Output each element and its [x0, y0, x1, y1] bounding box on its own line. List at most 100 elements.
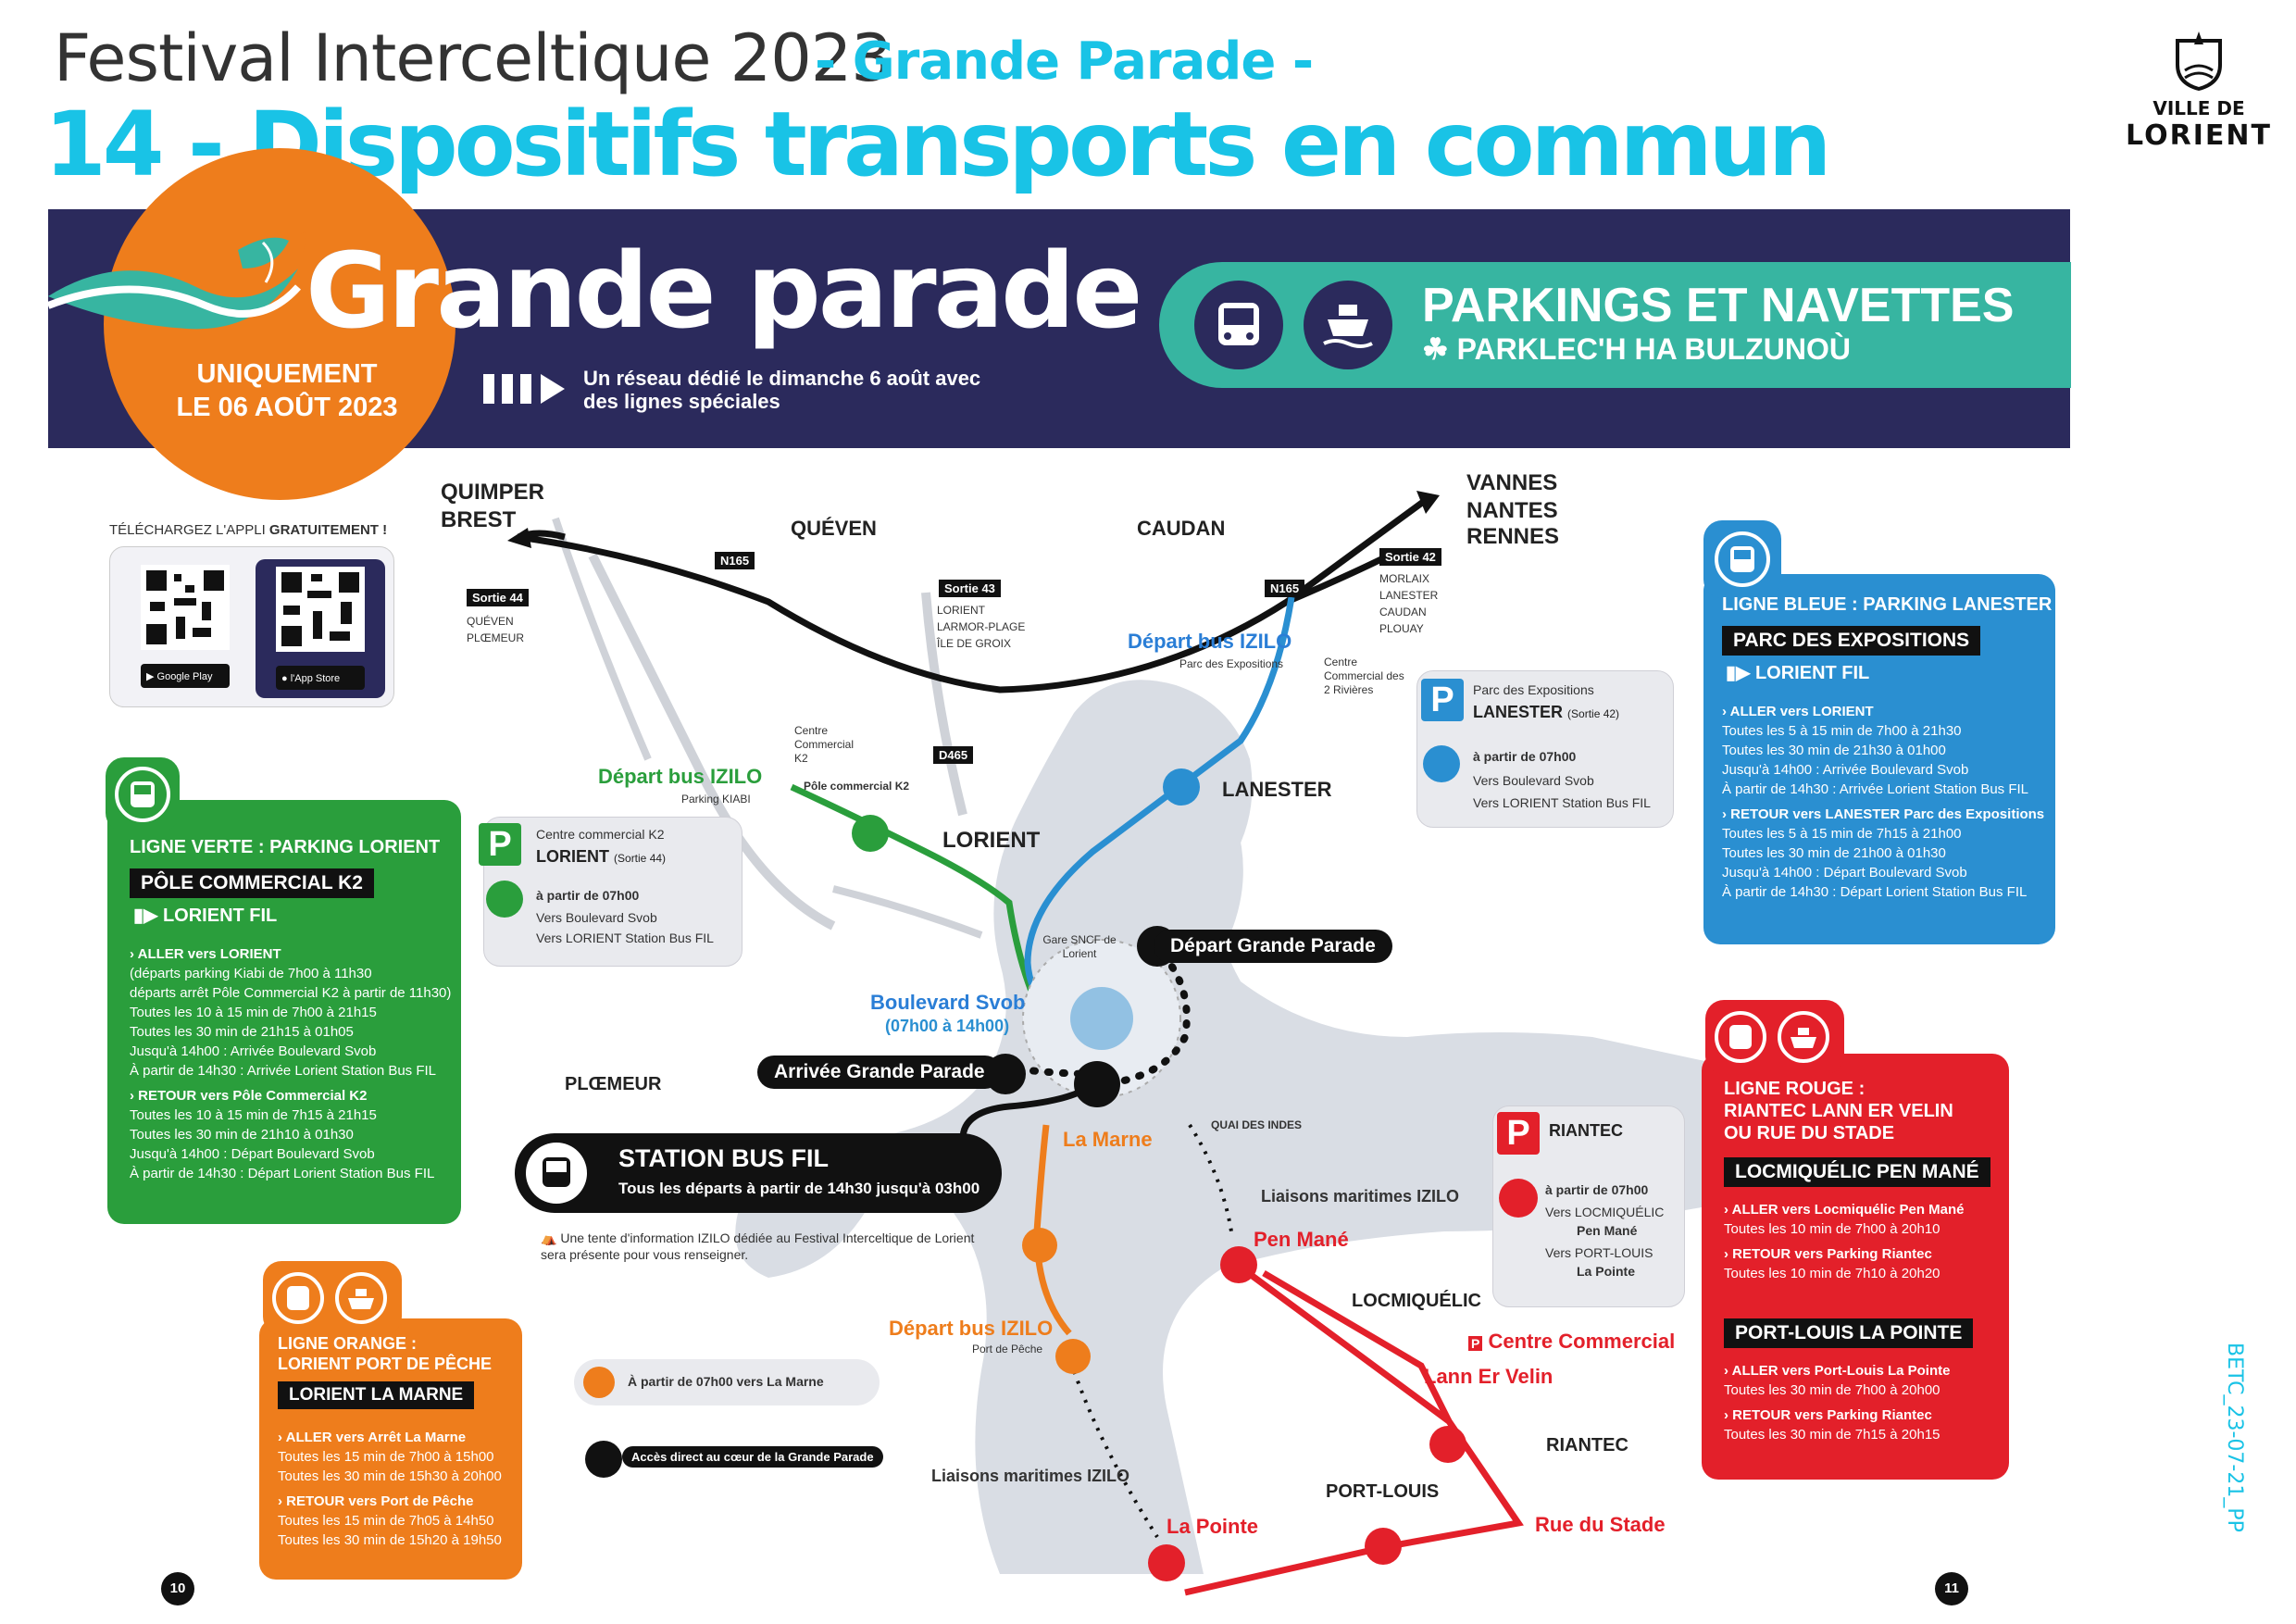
tent-icon: ⛺	[541, 1230, 561, 1245]
schedule-line: Toutes les 5 à 15 min de 7h00 à 21h30	[1722, 723, 1962, 739]
lan-card-dest-2: Vers LORIENT Station Bus FIL	[1473, 795, 1651, 810]
label-gare-sncf: Gare SNCF de Lorient	[1042, 933, 1117, 960]
k2-card-city-line: LORIENT (Sortie 44)	[536, 847, 666, 867]
orange-legend-text: À partir de 07h00 vers La Marne	[628, 1374, 824, 1389]
label-centre-commercial-riantec: P Centre Commercial	[1468, 1330, 1675, 1354]
bus-icon	[1194, 281, 1283, 369]
qr-code-icon	[141, 565, 230, 650]
k2-parking-card: P Centre commercial K2 LORIENT (Sortie 4…	[479, 817, 742, 967]
green-line-sub-text: LORIENT FIL	[162, 906, 278, 926]
lan-card-dest-1: Vers Boulevard Svob	[1473, 773, 1594, 788]
ria-card-dest-2b: La Pointe	[1577, 1264, 1636, 1279]
red-line-stop-2: PORT-LOUIS LA POINTE	[1724, 1318, 1974, 1348]
label-quimper: QUIMPER	[441, 480, 545, 505]
schedule-line: › RETOUR vers Pôle Commercial K2	[130, 1088, 368, 1104]
google-play-label: Google Play	[156, 671, 213, 682]
wave-leaf-icon	[48, 231, 306, 330]
label-lanester: LANESTER	[1222, 778, 1332, 801]
schedule-line: › RETOUR vers Parking Riantec	[1724, 1246, 1932, 1262]
triskel-icon	[585, 1441, 622, 1478]
green-line	[790, 783, 1041, 1006]
k2-card-dest-2: Vers LORIENT Station Bus FIL	[536, 931, 714, 945]
bus-icon	[1499, 1179, 1538, 1218]
orange-badges	[263, 1261, 402, 1335]
green-bus-badge	[106, 757, 180, 831]
schedule-line: › ALLER vers Port-Louis La Pointe	[1724, 1363, 1951, 1379]
exit-42-dest-1: MORLAIX	[1379, 572, 1430, 585]
schedule-line: départs arrêt Pôle Commercial K2 à parti…	[130, 985, 452, 1001]
label-cc-k2: Centre Commercial K2	[794, 724, 855, 765]
label-liaisons-maritimes-2: Liaisons maritimes IZILO	[931, 1467, 1130, 1485]
green-line-panel: LIGNE VERTE : PARKING LORIENT PÔLE COMME…	[106, 757, 461, 1224]
ferry-icon	[1304, 281, 1392, 369]
app-store-badge[interactable]: ● l'App Store	[276, 666, 365, 690]
schedule-line: Jusqu'à 14h00 : Départ Boulevard Svob	[1722, 865, 1967, 881]
app-store-qr[interactable]: ● l'App Store	[256, 559, 385, 698]
label-depart-izilo-blue: Départ bus IZILO	[1128, 630, 1292, 653]
green-line-title: LIGNE VERTE : PARKING LORIENT	[130, 837, 441, 857]
banner-title: Grande parade	[306, 231, 1142, 352]
lorient-logo: VILLE DE LORIENT	[2120, 28, 2277, 185]
schedule-line: (départs parking Kiabi de 7h00 à 11h30	[130, 966, 372, 981]
label-vannes: VANNES	[1466, 470, 1558, 495]
ferry-stop-icon	[1055, 1339, 1091, 1374]
chevrons-icon	[483, 374, 565, 404]
google-play-qr[interactable]: ▶ Google Play	[128, 561, 243, 691]
label-riantec: RIANTEC	[1546, 1435, 1628, 1455]
k2-card-dest-1: Vers Boulevard Svob	[536, 910, 657, 925]
schedule-line: › ALLER vers LORIENT	[130, 946, 281, 962]
chevron-right-icon: ▮▶	[1726, 663, 1755, 683]
green-bus-stop-icon	[852, 815, 889, 852]
red-line-panel: LIGNE ROUGE : RIANTEC LANN ER VELIN OU R…	[1702, 1000, 2009, 1480]
schedule-line: Toutes les 15 min de 7h05 à 14h50	[278, 1513, 494, 1529]
app-download-label: TÉLÉCHARGEZ L'APPLI GRATUITEMENT !	[109, 522, 387, 538]
schedule-line: › RETOUR vers Parking Riantec	[1724, 1407, 1932, 1423]
apple-icon: ●	[281, 673, 291, 684]
bus-ferry-icon	[1715, 1011, 1829, 1063]
triskel-icon	[985, 1054, 1026, 1094]
blue-line-title: LIGNE BLEUE : PARKING LANESTER	[1722, 594, 2053, 615]
schedule-line: À partir de 14h30 : Départ Lorient Stati…	[130, 1166, 435, 1181]
blue-line-stop: PARC DES EXPOSITIONS	[1722, 626, 1981, 656]
riantec-parking-card: P RIANTEC à partir de 07h00 Vers LOCMIQU…	[1492, 1106, 1685, 1307]
date-label: UNIQUEMENT LE 06 AOÛT 2023	[139, 357, 435, 424]
harbour-water	[735, 680, 1723, 1574]
red-ferry-stop-icon	[1148, 1544, 1185, 1581]
exit-42-dest-2: LANESTER	[1379, 589, 1439, 602]
label-depart-izilo-green: Départ bus IZILO	[598, 765, 763, 788]
lan-card-city-line: LANESTER (Sortie 42)	[1473, 703, 1619, 722]
exit-43-dest-3: ÎLE DE GROIX	[937, 637, 1012, 650]
schedule-line: Toutes les 15 min de 7h00 à 15h00	[278, 1449, 494, 1465]
schedule-line: Toutes les 30 min de 21h10 à 01h30	[130, 1127, 354, 1143]
page-subtitle: - Grande Parade -	[815, 31, 1314, 92]
orange-line-stop: LORIENT LA MARNE	[278, 1381, 475, 1409]
schedule-line: Toutes les 10 min de 7h10 à 20h20	[1724, 1266, 1940, 1281]
parking-icon: P	[479, 823, 521, 866]
app-label-part-2: GRATUITEMENT !	[268, 522, 388, 538]
red-line-title-1: LIGNE ROUGE :	[1724, 1079, 1866, 1099]
bus-icon	[583, 1367, 615, 1398]
schedule-line: Toutes les 30 min de 7h00 à 20h00	[1724, 1382, 1940, 1398]
label-port-de-peche: Port de Pêche	[972, 1343, 1043, 1355]
schedule-line: Toutes les 30 min de 21h30 à 01h00	[1722, 743, 1946, 758]
label-la-marne: La Marne	[1063, 1128, 1153, 1151]
bus-icon	[115, 767, 170, 822]
info-tent-text: Une tente d'information IZILO dédiée au …	[541, 1230, 975, 1262]
blue-bus-stop-icon	[1163, 768, 1200, 806]
bus-stop-icon	[1074, 1061, 1120, 1107]
google-play-badge[interactable]: ▶ Google Play	[141, 664, 230, 688]
label-ploemeur: PLŒMEUR	[565, 1074, 662, 1094]
schedule-line: Jusqu'à 14h00 : Arrivée Boulevard Svob	[1722, 762, 1969, 778]
road-n165-west: N165	[715, 552, 755, 569]
schedule-line: Toutes les 30 min de 21h15 à 01h05	[130, 1024, 354, 1040]
parking-icon: P	[1421, 679, 1464, 721]
station-subtitle: Tous les départs à partir de 14h30 jusqu…	[618, 1180, 980, 1197]
red-line-stop-1: LOCMIQUÉLIC PEN MANÉ	[1724, 1157, 1990, 1187]
orange-line-title: LIGNE ORANGE : LORIENT PORT DE PÊCHE	[278, 1333, 492, 1374]
bus-icon	[1715, 531, 1770, 587]
schedule-line: À partir de 14h30 : Arrivée Lorient Stat…	[130, 1063, 437, 1079]
blue-bus-badge	[1703, 520, 1781, 598]
